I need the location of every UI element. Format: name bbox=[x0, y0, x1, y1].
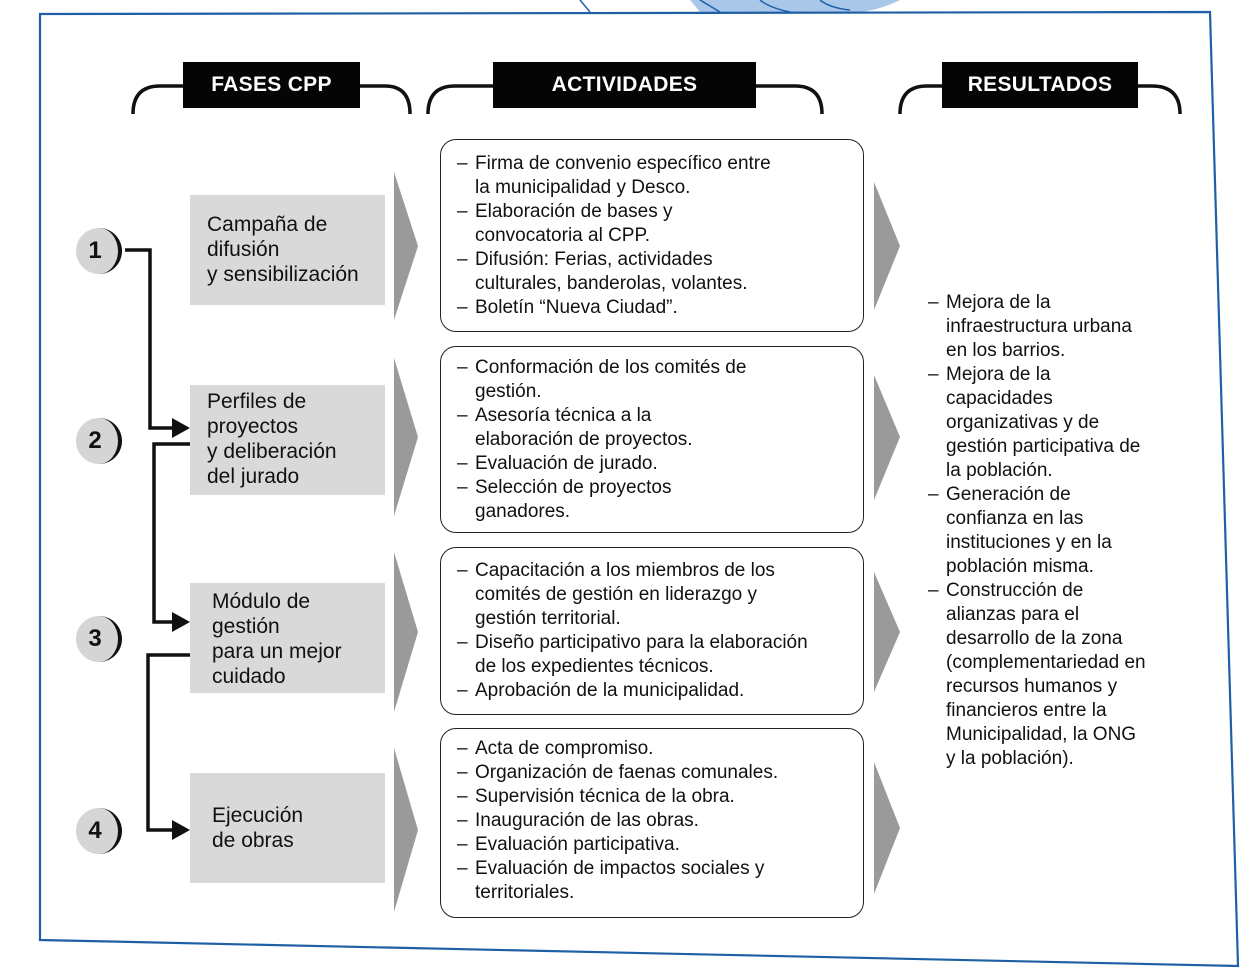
activity-item: Organización de faenas comunales. bbox=[441, 761, 863, 785]
activity-item: Selección de proyectos ganadores. bbox=[441, 476, 863, 524]
activity-item: Evaluación de impactos sociales y territ… bbox=[441, 857, 863, 905]
activity-item: Conformación de los comités de gestión. bbox=[441, 356, 863, 404]
phase-label-1: Campaña de difusión y sensibilización bbox=[207, 213, 359, 286]
activity-item: Firma de convenio específico entre la mu… bbox=[441, 152, 863, 200]
activity-item: Aprobación de la municipalidad. bbox=[441, 679, 863, 703]
activity-to-result-arrows bbox=[874, 182, 900, 894]
phase-box-2: Perfiles de proyectos y deliberación del… bbox=[190, 385, 385, 495]
activity-item: Evaluación participativa. bbox=[441, 833, 863, 857]
phase-number-3: 3 bbox=[76, 616, 122, 662]
phase-number-1: 1 bbox=[76, 228, 122, 274]
activity-item: Acta de compromiso. bbox=[441, 737, 863, 761]
activity-item: Difusión: Ferias, actividades culturales… bbox=[441, 248, 863, 296]
phase-box-1: Campaña de difusión y sensibilización bbox=[190, 195, 385, 305]
activity-box-1: Firma de convenio específico entre la mu… bbox=[440, 139, 864, 332]
activity-item: Evaluación de jurado. bbox=[441, 452, 863, 476]
phase-number-2: 2 bbox=[76, 418, 122, 464]
result-item: Generación de confianza en las instituci… bbox=[912, 483, 1202, 579]
frame-border bbox=[38, 10, 1240, 968]
activity-item: Elaboración de bases y convocatoria al C… bbox=[441, 200, 863, 248]
phase-box-4: Ejecución de obras bbox=[190, 773, 385, 883]
connector-arrowheads bbox=[172, 418, 190, 840]
phase-number-4: 4 bbox=[76, 808, 122, 854]
phase-label-2: Perfiles de proyectos y deliberación del… bbox=[207, 390, 337, 488]
header-brackets bbox=[131, 84, 1182, 115]
phase-label-3: Módulo de gestión para un mejor cuidado bbox=[212, 590, 342, 688]
header-phases: FASES CPP bbox=[183, 62, 360, 108]
result-item: Construcción de alianzas para el desarro… bbox=[912, 579, 1202, 771]
activity-box-3: Capacitación a los miembros de los comit… bbox=[440, 547, 864, 715]
header-results: RESULTADOS bbox=[942, 62, 1138, 108]
activity-box-2: Conformación de los comités de gestión. … bbox=[440, 346, 864, 533]
top-illustration bbox=[579, 0, 900, 13]
phase-connectors bbox=[125, 248, 190, 832]
results-list: Mejora de la infraestructura urbana en l… bbox=[912, 291, 1202, 771]
phase-box-3: Módulo de gestión para un mejor cuidado bbox=[190, 583, 385, 693]
phase-label-4: Ejecución de obras bbox=[212, 804, 304, 852]
result-item: Mejora de la capacidades organizativas y… bbox=[912, 363, 1202, 483]
activity-item: Asesoría técnica a la elaboración de pro… bbox=[441, 404, 863, 452]
activity-item: Capacitación a los miembros de los comit… bbox=[441, 559, 863, 631]
activity-item: Supervisión técnica de la obra. bbox=[441, 785, 863, 809]
header-activities: ACTIVIDADES bbox=[493, 62, 756, 108]
activity-item: Diseño participativo para la elaboración… bbox=[441, 631, 863, 679]
phase-to-activity-arrows bbox=[394, 172, 418, 912]
activity-item: Inauguración de las obras. bbox=[441, 809, 863, 833]
activity-item: Boletín “Nueva Ciudad”. bbox=[441, 296, 863, 320]
result-item: Mejora de la infraestructura urbana en l… bbox=[912, 291, 1202, 363]
activity-box-4: Acta de compromiso. Organización de faen… bbox=[440, 728, 864, 918]
